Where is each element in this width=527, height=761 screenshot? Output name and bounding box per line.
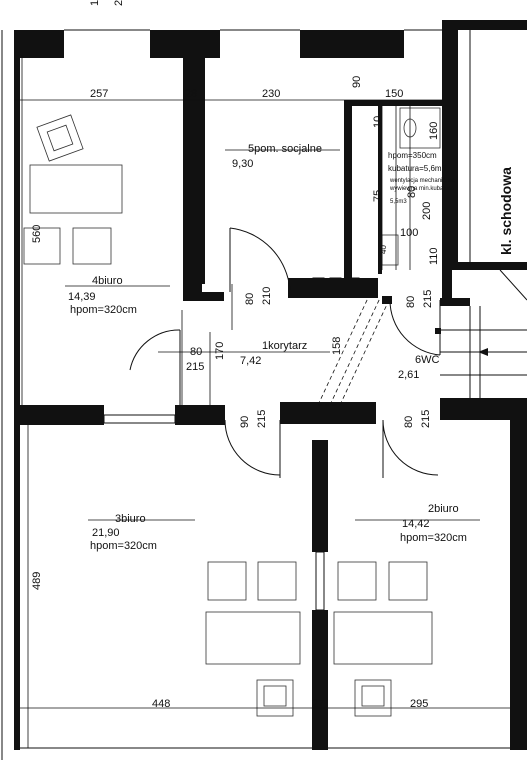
dim-top-2: 2 [113, 0, 125, 6]
dimension-labels: 1 2 257 28 230 90 150 10 160 560 80 75 2… [31, 0, 440, 710]
room2-name: 2biuro [428, 503, 459, 515]
dim-10: 10 [372, 116, 384, 128]
room2-area: 14,42 [402, 518, 430, 530]
dim-27: 27 [312, 698, 324, 710]
wc-height: hpom=350cm [388, 151, 437, 160]
stairs-label: kl. schodowa [498, 167, 514, 255]
walls [1, 20, 527, 760]
dim-150: 150 [385, 88, 403, 100]
room4-height: hpom=320cm [70, 304, 137, 316]
dim-110: 110 [428, 247, 440, 265]
dim-80-door: 80 [190, 346, 202, 358]
dim-90a: 90 [351, 76, 363, 88]
dim-448: 448 [152, 698, 170, 710]
doors [129, 227, 441, 478]
room4-area: 14,39 [68, 291, 96, 303]
dim-170: 170 [214, 342, 226, 360]
room1-name: 1korytarz [262, 340, 307, 352]
room6-area: 2,61 [398, 369, 419, 381]
room3-name: 3biuro [115, 513, 146, 525]
dim-257: 257 [90, 88, 108, 100]
furniture [23, 114, 433, 717]
dim-40: 40 [379, 245, 388, 254]
dim-215d: 215 [420, 410, 432, 428]
dimension-lines [14, 55, 510, 748]
dim-489: 489 [31, 572, 43, 590]
room2-height: hpom=320cm [400, 532, 467, 544]
dim-90b: 90 [239, 416, 251, 428]
dim-160: 160 [428, 122, 440, 140]
room6-name: 6WC [415, 354, 440, 366]
dim-215c: 215 [256, 410, 268, 428]
ventilation-duct [312, 277, 391, 424]
wc-vent-1: wentylacja mechaniczna [389, 178, 456, 184]
dim-560: 560 [31, 225, 43, 243]
dim-230: 230 [262, 88, 280, 100]
dim-200: 200 [421, 202, 433, 220]
wc-volume: kubatura=5,6m3 [388, 164, 447, 173]
room4-name: 4biuro [92, 275, 123, 287]
dim-80c: 80 [403, 416, 415, 428]
room3-height: hpom=320cm [90, 540, 157, 552]
dim-80a: 80 [406, 186, 418, 198]
dim-80-wc: 80 [405, 296, 417, 308]
dim-215-door: 215 [186, 361, 204, 373]
dim-158: 158 [331, 337, 343, 355]
dim-100: 100 [400, 227, 418, 239]
room5-name: 5pom. socjalne [248, 143, 322, 155]
wc-vent-3: 5,5m3 [390, 199, 407, 205]
room3-area: 21,90 [92, 527, 120, 539]
dim-215-wc: 215 [422, 290, 434, 308]
dim-295: 295 [410, 698, 428, 710]
dim-75: 75 [372, 190, 384, 202]
dim-80-210: 80 [244, 293, 256, 305]
room5-area: 9,30 [232, 158, 253, 170]
dim-top-1: 1 [89, 0, 101, 6]
dim-28: 28 [185, 88, 197, 100]
room-labels: 4biuro 14,39 hpom=320cm 5pom. socjalne 9… [68, 143, 514, 552]
room1-area: 7,42 [240, 355, 261, 367]
stairs [435, 30, 527, 398]
dim-210: 210 [261, 287, 273, 305]
wc-vent-2: wywiewna min.kubatura [389, 186, 454, 192]
